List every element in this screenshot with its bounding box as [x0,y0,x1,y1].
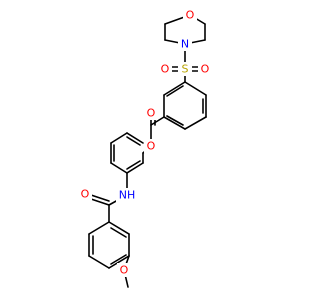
sulfonyl-oxygen-right-atom: O [198,62,212,76]
sulfonyl-oxygen-left-atom: O [158,62,172,76]
bond-line [126,162,144,174]
methoxy-oxygen-label: O [120,264,129,277]
ester-oxygen-label: O [147,140,156,153]
bond-line [110,227,127,238]
bond-line [108,255,130,269]
ester-oxygen-atom: O [144,139,158,153]
sulfonyl-oxygen-left-label: O [161,63,170,76]
ester-carbonyl-oxygen-atom: O [144,106,158,120]
amide-nitrogen-label: NH [119,189,136,202]
sulfonyl-sulfur-label: S [182,63,189,76]
bond-line [110,162,128,174]
bond-line [126,136,141,146]
ester-carbonyl-oxygen-label: O [147,107,156,120]
atom-labels: O N S O O O O NH [78,8,212,277]
bond-line [150,116,165,126]
morpholine-oxygen-atom: O [183,8,197,22]
morpholine-nitrogen-label: N [181,38,189,51]
sulfonyl-oxygen-right-label: O [201,63,210,76]
bond-line [166,85,184,97]
bond-line [163,81,186,96]
bond-line [88,221,110,235]
bond-line [166,115,184,126]
molecule-structure: O N S O O O O NH [78,8,212,288]
morpholine-oxygen-label: O [186,9,195,22]
bond-line [126,160,141,170]
bond-line [184,116,207,130]
bond-line [108,221,130,235]
bond-line [126,132,144,144]
bond-line [110,254,127,265]
morpholine-nitrogen-atom: N [178,37,192,51]
sulfonyl-sulfur-atom: S [178,62,192,76]
bond-line [184,81,207,96]
bond-line [110,132,128,144]
bond-line [163,116,186,130]
bond-line [88,255,110,269]
amide-carbonyl-oxygen-label: O [81,188,90,201]
amide-nitrogen-atom: NH [116,188,138,202]
methoxy-oxygen-atom: O [117,263,131,277]
amide-carbonyl-oxygen-atom: O [78,187,92,201]
